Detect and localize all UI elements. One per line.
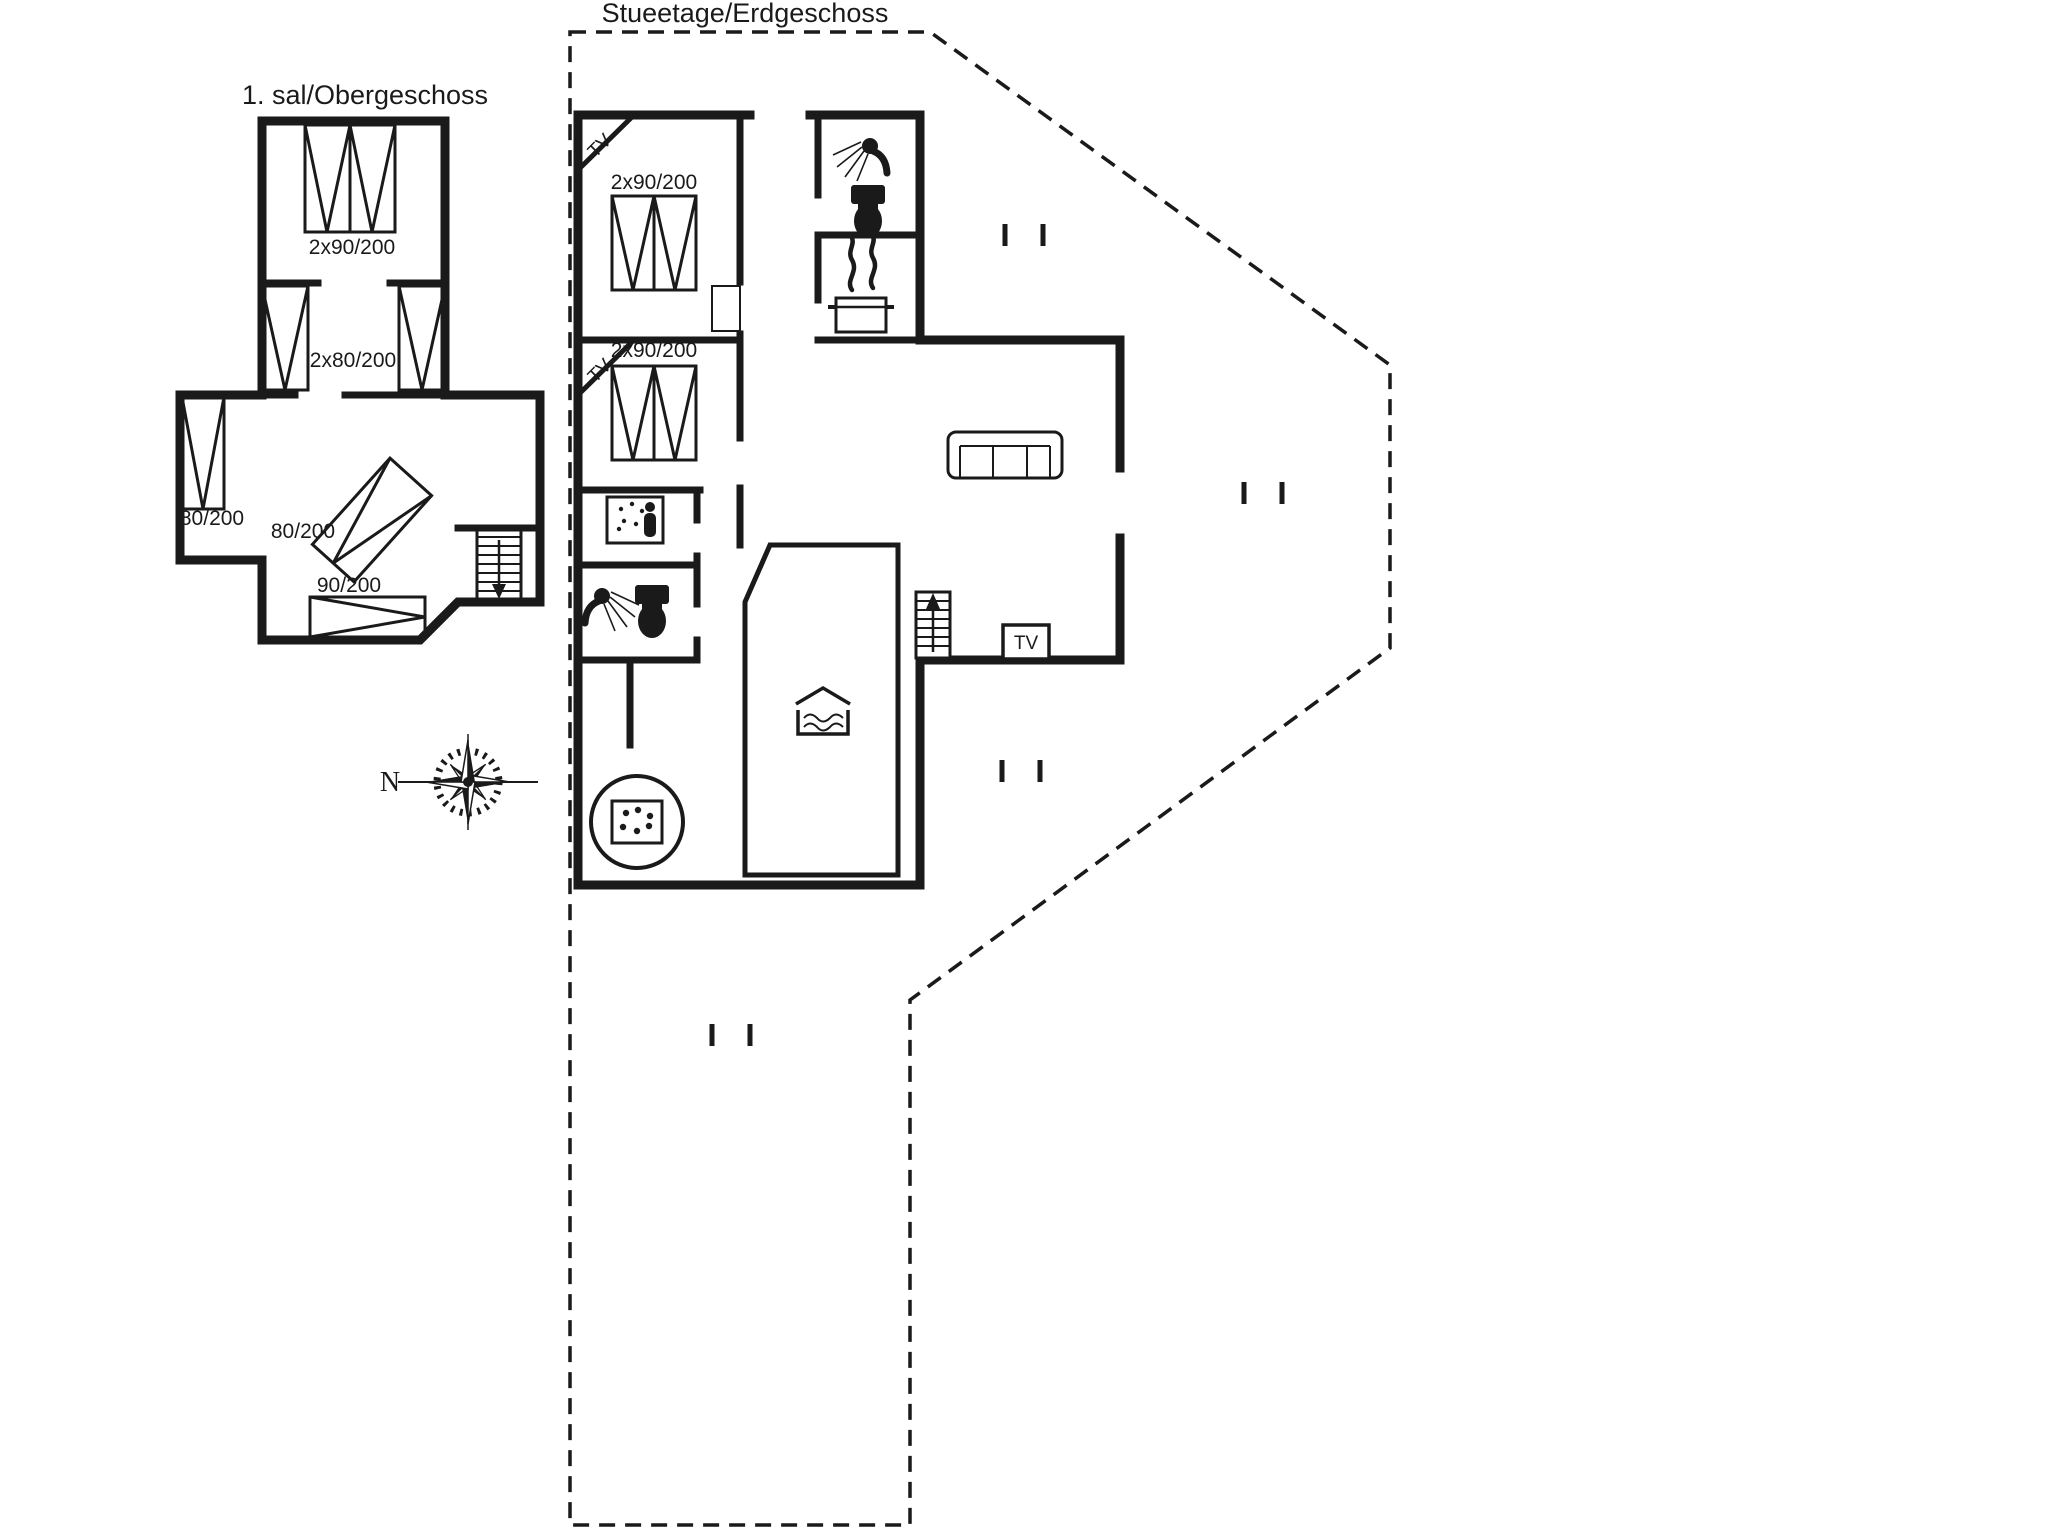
single-bed-icon [180,395,226,511]
tv-corner-shelf [576,338,636,397]
bed-size-label: 2x90/200 [611,171,697,194]
upper-interior-walls [258,279,544,532]
tv-label: TV [1014,633,1039,654]
stairs-up-icon [914,590,952,660]
ground-interior-walls [574,111,924,749]
single-bed-icon [397,284,447,392]
north-label: N [380,767,400,798]
bed-size-label: 2x90/200 [611,339,697,362]
shower-icon [585,588,639,631]
double-bed-icon [303,123,397,234]
tv-corner-shelf [576,113,636,172]
upper-floor-plan: 2x90/200 2x80/200 80/200 80/200 90/200 [175,116,545,645]
upper-floor-title: 1. sal/Obergeschoss [242,80,488,110]
ground-floor-plan: TV TV 2x90/200 2x90/200 [568,30,1392,1527]
bed-size-label: 2x80/200 [310,349,396,372]
bed-size-label: 90/200 [317,574,381,597]
single-bed-icon [260,284,310,392]
pool-icon [795,685,851,736]
bed-size-label: 80/200 [180,507,244,530]
double-bed-icon [610,364,698,462]
ground-floor-title: Stueetage/Erdgeschoss [602,0,889,28]
double-bed-icon [610,194,698,292]
single-bed-icon [308,595,427,639]
terrace-boundary [568,30,1392,1527]
closet-icon [711,285,741,332]
compass-rose-icon: N [380,734,538,830]
stairs-down-icon [475,526,523,604]
toilet-icon [851,185,885,238]
sofa-icon [946,430,1064,480]
bed-size-label: 2x90/200 [309,236,395,259]
shower-icon [833,138,887,181]
bed-size-label: 80/200 [271,520,335,543]
tv-icon: TV [1001,623,1051,661]
shower-cabin-icon [605,495,665,545]
upper-outer-walls [175,116,545,645]
hot-tub-icon [589,774,685,870]
terrace-post-marks [709,224,1285,1046]
diagonal-bed-icon [310,456,434,584]
cooking-pot-icon [828,233,894,334]
pool-room-walls [742,542,901,878]
toilet-icon [635,585,669,638]
